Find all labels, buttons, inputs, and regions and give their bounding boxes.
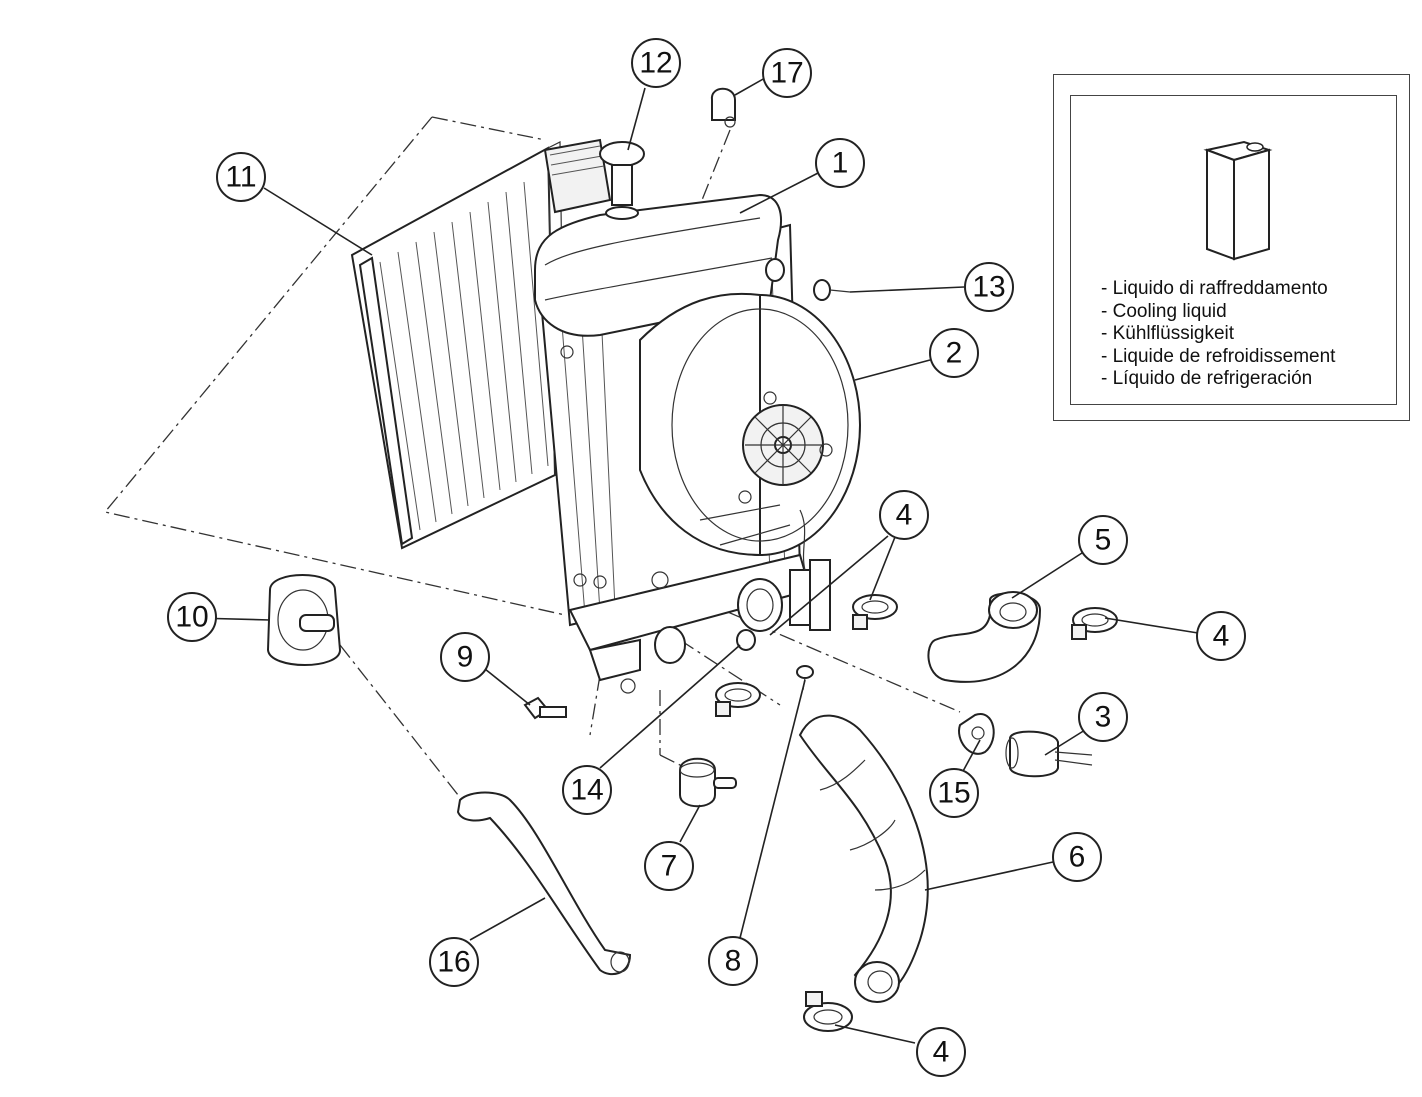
callout-label: 17 (770, 57, 803, 90)
fan-connector (789, 509, 831, 631)
callout-8: 8 (708, 936, 758, 986)
callout-label: 14 (570, 774, 603, 807)
legend-list: - Liquido di raffreddamento - Cooling li… (1101, 278, 1335, 391)
legend-item-en: - Cooling liquid (1101, 300, 1227, 322)
legend-item-fr: - Liquide de refroidissement (1101, 345, 1336, 367)
hose-5 (927, 591, 1042, 683)
callout-4-right: 4 (1196, 611, 1246, 661)
callout-16: 16 (429, 937, 479, 987)
callout-14: 14 (562, 765, 612, 815)
callout-4-upper: 4 (879, 490, 929, 540)
coolant-container-icon (1203, 140, 1273, 261)
gasket-15 (958, 713, 995, 755)
hose-clamp-d (803, 991, 853, 1032)
radiator-shroud (350, 141, 566, 550)
bolt-9 (523, 696, 567, 720)
callout-7: 7 (644, 841, 694, 891)
clip-17 (710, 87, 736, 128)
callout-6: 6 (1052, 832, 1102, 882)
callout-15: 15 (929, 768, 979, 818)
legend-inner-frame: - Liquido di raffreddamento - Cooling li… (1070, 95, 1397, 405)
callout-2: 2 (929, 328, 979, 378)
grommet-13 (765, 258, 785, 282)
callout-3: 3 (1078, 692, 1128, 742)
callout-4-lower: 4 (916, 1027, 966, 1077)
callout-label: 15 (937, 777, 970, 810)
sensor-3 (1005, 730, 1093, 778)
callout-label: 11 (225, 161, 256, 194)
leader-lines (194, 77, 1199, 1044)
callout-5: 5 (1078, 515, 1128, 565)
screw-8 (796, 665, 814, 691)
callout-13: 13 (964, 262, 1014, 312)
callout-label: 4 (933, 1036, 950, 1069)
hose-clamp-b (1071, 607, 1118, 640)
hose-clamp-c (715, 682, 761, 717)
callout-label: 9 (457, 641, 474, 674)
legend-box: - Liquido di raffreddamento - Cooling li… (1053, 74, 1410, 421)
callout-label: 3 (1095, 701, 1112, 734)
legend-item-es: - Líquido de refrigeración (1101, 368, 1313, 389)
callout-11: 11 (216, 152, 266, 202)
legend-item-de: - Kühlflüssigkeit (1101, 323, 1235, 344)
callout-17: 17 (762, 48, 812, 98)
callout-label: 8 (725, 945, 742, 978)
washer-14 (736, 629, 756, 651)
legend-item-it: - Liquido di raffreddamento (1101, 278, 1328, 299)
cooling-fan (639, 292, 861, 557)
callout-label: 16 (437, 946, 470, 979)
callout-label: 12 (639, 47, 672, 80)
callout-label: 7 (661, 850, 678, 883)
callout-12: 12 (631, 38, 681, 88)
callout-label: 5 (1095, 524, 1112, 557)
callout-10: 10 (167, 592, 217, 642)
callout-9: 9 (440, 632, 490, 682)
callout-1: 1 (815, 138, 865, 188)
hose-16 (456, 791, 632, 976)
callout-label: 13 (972, 271, 1005, 304)
filler-cap (599, 141, 645, 220)
screw-13 (813, 279, 851, 301)
callout-label: 10 (175, 601, 208, 634)
callout-label: 6 (1069, 841, 1086, 874)
callout-label: 1 (832, 147, 849, 180)
cap-10 (266, 574, 342, 666)
rubber-mount-7 (679, 757, 737, 808)
radiator-spigots (654, 578, 783, 664)
callout-label: 4 (1213, 620, 1230, 653)
hose-clamp-a (852, 594, 898, 630)
callout-label: 4 (896, 499, 913, 532)
callout-label: 2 (946, 337, 963, 370)
hose-6 (798, 714, 929, 1003)
